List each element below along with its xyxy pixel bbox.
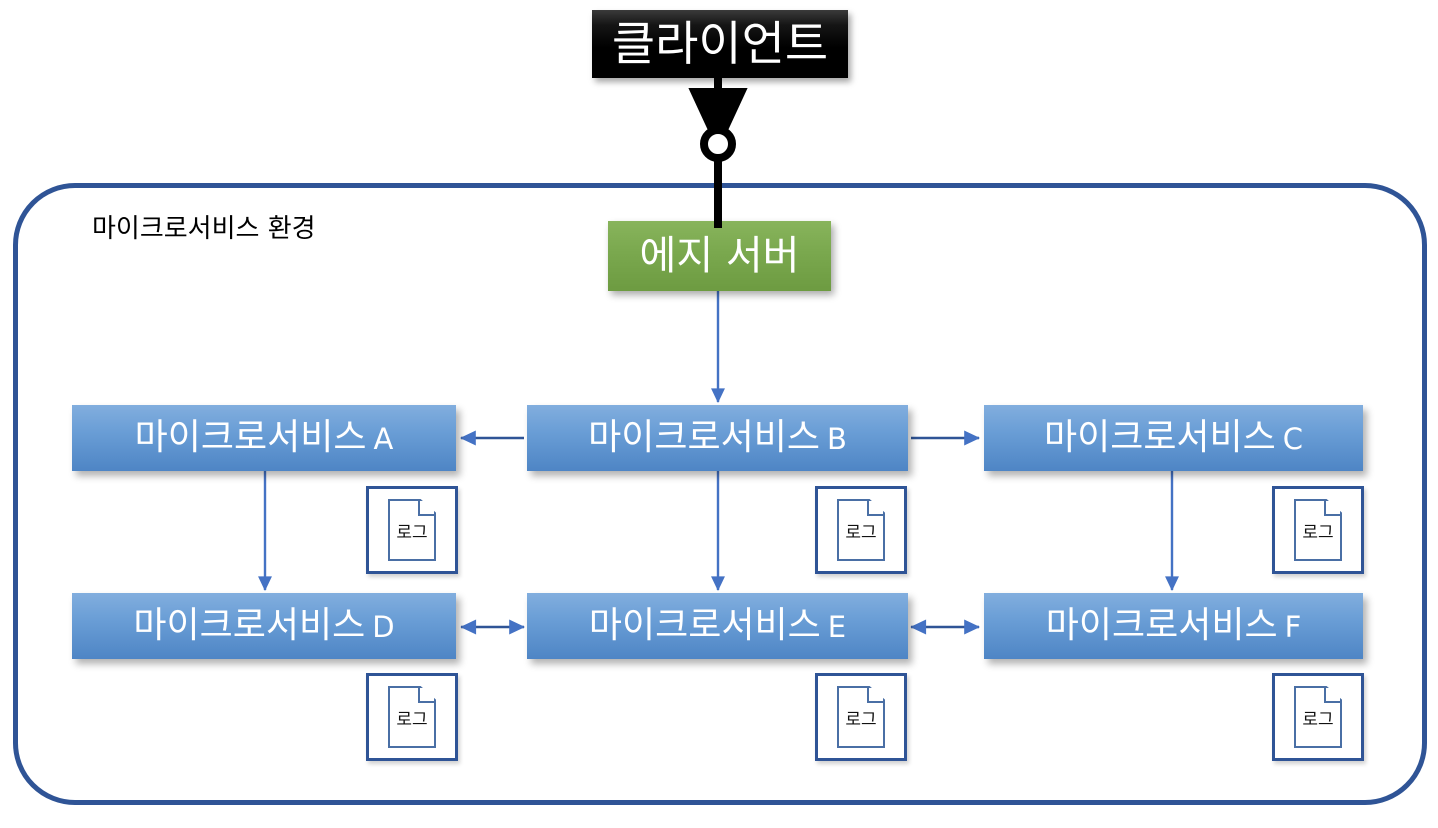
page-fold-icon [867,501,883,516]
client-node[interactable]: 클라이언트 [592,10,848,78]
hub-circle-icon [700,126,736,162]
log-icon-c[interactable]: 로그 [1272,486,1364,574]
log-icon-a[interactable]: 로그 [366,486,458,574]
log-icon-e[interactable]: 로그 [815,673,907,761]
document-icon: 로그 [837,499,885,561]
service-label-a: 마이크로서비스 A [135,420,394,456]
service-name-a: 마이크로서비스 [134,417,367,458]
service-suffix-d: D [372,610,395,644]
service-node-b[interactable]: 마이크로서비스 B [527,405,908,471]
log-icon-f[interactable]: 로그 [1272,673,1364,761]
service-name-c: 마이크로서비스 [1043,417,1276,458]
service-suffix-e: E [827,610,847,644]
service-suffix-a: A [373,422,394,456]
edge-server-label: 에지 서버 [639,233,800,279]
service-name-d: 마이크로서비스 [133,605,366,646]
document-icon: 로그 [388,499,436,561]
document-icon: 로그 [1294,686,1342,748]
service-label-e: 마이크로서비스 E [589,608,846,644]
log-label-d: 로그 [396,709,428,730]
client-label: 클라이언트 [611,16,829,72]
service-label-d: 마이크로서비스 D [133,608,394,644]
page-fold-icon [418,688,434,703]
service-suffix-f: F [1284,610,1302,644]
service-node-a[interactable]: 마이크로서비스 A [72,405,456,471]
document-icon: 로그 [1294,499,1342,561]
service-suffix-c: C [1282,422,1304,456]
page-fold-icon [1324,688,1340,703]
service-name-e: 마이크로서비스 [588,605,821,646]
service-name-f: 마이크로서비스 [1045,605,1278,646]
page-fold-icon [1324,501,1340,516]
log-icon-b[interactable]: 로그 [815,486,907,574]
log-label-b: 로그 [845,522,877,543]
service-suffix-b: B [826,422,847,456]
log-label-a: 로그 [396,522,428,543]
log-label-e: 로그 [845,709,877,730]
document-icon: 로그 [837,686,885,748]
log-label-c: 로그 [1302,522,1334,543]
log-label-f: 로그 [1302,709,1334,730]
service-node-c[interactable]: 마이크로서비스 C [984,405,1363,471]
service-name-b: 마이크로서비스 [588,417,820,458]
document-icon: 로그 [388,686,436,748]
service-label-b: 마이크로서비스 B [588,420,847,456]
log-icon-d[interactable]: 로그 [366,673,458,761]
service-node-e[interactable]: 마이크로서비스 E [527,593,908,659]
service-label-c: 마이크로서비스 C [1044,420,1303,456]
service-node-f[interactable]: 마이크로서비스 F [984,593,1363,659]
page-fold-icon [418,501,434,516]
page-fold-icon [867,688,883,703]
edge-server-node[interactable]: 에지 서버 [608,221,831,291]
service-node-d[interactable]: 마이크로서비스 D [72,593,456,659]
microservice-environment-label: 마이크로서비스 환경 [92,214,316,244]
service-label-f: 마이크로서비스 F [1046,608,1302,644]
